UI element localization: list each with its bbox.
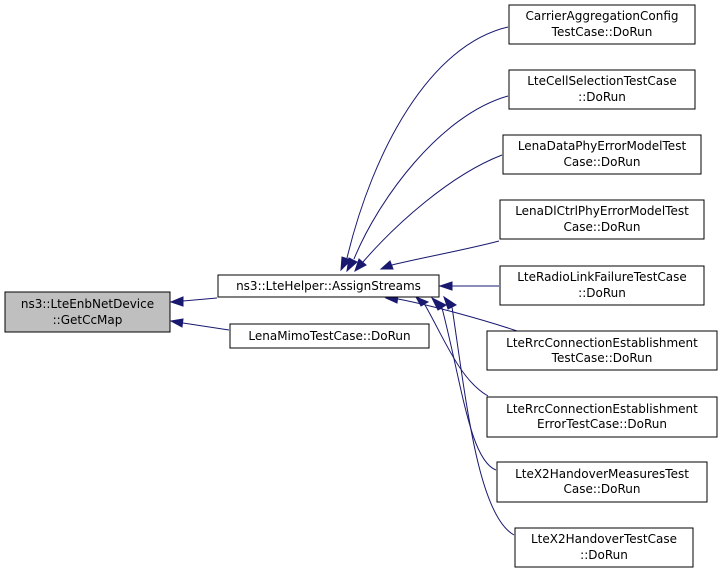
node-data-phy-error-line1: LenaDataPhyErrorModelTest <box>518 139 687 153</box>
node-cell-selection[interactable]: LteCellSelectionTestCase ::DoRun <box>508 69 696 110</box>
node-data-phy-error-box <box>502 134 702 175</box>
nodes: ns3::LteEnbNetDevice ::GetCcMap ns3::Lte… <box>4 4 718 568</box>
node-data-phy-error[interactable]: LenaDataPhyErrorModelTest Case::DoRun <box>502 134 702 175</box>
node-carrier-aggregation-line2: TestCase::DoRun <box>551 25 653 39</box>
edges <box>169 26 521 536</box>
node-assign-streams-box <box>217 274 440 298</box>
node-dlctrl-phy-error[interactable]: LenaDlCtrlPhyErrorModelTest Case::DoRun <box>499 199 705 240</box>
node-x2-handover-measures-line1: LteX2HandoverMeasuresTest <box>515 467 689 481</box>
node-x2-handover-line2: ::DoRun <box>580 548 628 562</box>
node-cell-selection-line2: ::DoRun <box>578 90 626 104</box>
edge-assign-to-root <box>169 296 218 307</box>
node-cell-selection-line1: LteCellSelectionTestCase <box>527 74 677 88</box>
node-rrc-establishment-error-line1: LteRrcConnectionEstablishment <box>506 402 698 416</box>
edge-x2meas-to-assign <box>430 296 497 471</box>
node-x2-handover-box <box>514 527 694 568</box>
node-x2-handover-measures[interactable]: LteX2HandoverMeasuresTest Case::DoRun <box>496 461 708 503</box>
edge-dlctrl-to-assign <box>379 240 500 270</box>
node-lena-mimo-box <box>229 323 430 349</box>
node-root-box <box>4 291 171 333</box>
node-carrier-aggregation-line1: CarrierAggregationConfig <box>526 9 679 23</box>
node-rrc-establishment[interactable]: LteRrcConnectionEstablishment TestCase::… <box>486 330 718 371</box>
edge-rlf-to-assign <box>438 281 499 291</box>
node-data-phy-error-line2: Case::DoRun <box>563 155 640 169</box>
node-root[interactable]: ns3::LteEnbNetDevice ::GetCcMap <box>4 291 171 333</box>
node-carrier-aggregation[interactable]: CarrierAggregationConfig TestCase::DoRun <box>508 4 696 45</box>
node-carrier-aggregation-box <box>508 4 696 45</box>
node-root-line2: ::GetCcMap <box>53 313 123 327</box>
node-rrc-establishment-error[interactable]: LteRrcConnectionEstablishment ErrorTestC… <box>486 396 718 438</box>
node-rrc-establishment-error-line2: ErrorTestCase::DoRun <box>537 417 667 431</box>
node-root-line1: ns3::LteEnbNetDevice <box>21 297 154 311</box>
node-rrc-establishment-line2: TestCase::DoRun <box>551 351 653 365</box>
node-lena-mimo-label: LenaMimoTestCase::DoRun <box>248 329 410 343</box>
node-dlctrl-phy-error-line1: LenaDlCtrlPhyErrorModelTest <box>515 204 689 218</box>
node-assign-streams[interactable]: ns3::LteHelper::AssignStreams <box>217 274 440 298</box>
node-rrc-establishment-line1: LteRrcConnectionEstablishment <box>506 336 698 350</box>
node-dlctrl-phy-error-box <box>499 199 705 240</box>
node-cell-selection-box <box>508 69 696 110</box>
node-x2-handover-line1: LteX2HandoverTestCase <box>531 532 677 546</box>
node-radio-link-failure-line2: ::DoRun <box>578 286 626 300</box>
node-x2-handover-measures-box <box>496 461 708 503</box>
edge-dataphy-to-assign <box>354 154 503 273</box>
node-x2-handover-measures-line2: Case::DoRun <box>563 482 640 496</box>
node-x2-handover[interactable]: LteX2HandoverTestCase ::DoRun <box>514 527 694 568</box>
node-rrc-establishment-error-box <box>486 396 718 438</box>
node-radio-link-failure-line1: LteRadioLinkFailureTestCase <box>517 270 687 284</box>
edge-x2-to-assign <box>443 295 515 536</box>
node-dlctrl-phy-error-line2: Case::DoRun <box>563 220 640 234</box>
edge-cellsel-to-assign <box>346 95 509 273</box>
node-radio-link-failure[interactable]: LteRadioLinkFailureTestCase ::DoRun <box>499 265 705 306</box>
edge-mimo-to-root <box>169 318 230 331</box>
node-rrc-establishment-box <box>486 330 718 371</box>
node-radio-link-failure-box <box>499 265 705 306</box>
node-assign-streams-label: ns3::LteHelper::AssignStreams <box>236 279 421 293</box>
node-lena-mimo[interactable]: LenaMimoTestCase::DoRun <box>229 323 430 349</box>
